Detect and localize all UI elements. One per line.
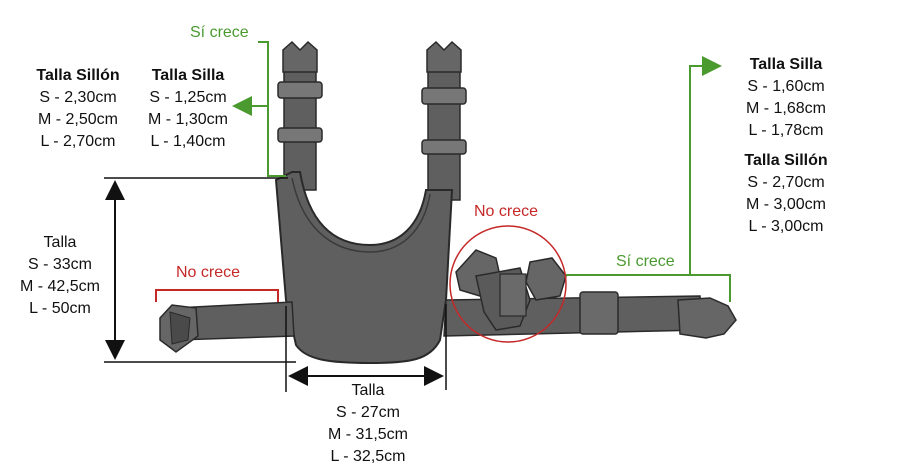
left-armchair-sizes: Talla Sillón S - 2,30cm M - 2,50cm L - 2… xyxy=(22,65,134,153)
right-chair-l: L - 1,78cm xyxy=(748,122,824,139)
right-chair-sizes: Talla Silla S - 1,60cm M - 1,68cm L - 1,… xyxy=(736,54,836,142)
shoulder-strap-left xyxy=(277,40,323,191)
left-armchair-s: S - 2,30cm xyxy=(39,89,117,106)
no-grow-label-left: No crece xyxy=(176,264,241,281)
grows-label-right: Sí crece xyxy=(616,253,675,270)
left-armchair-m: M - 2,50cm xyxy=(37,111,118,128)
no-grow-left-bracket xyxy=(155,289,279,302)
width-title: Talla xyxy=(351,382,385,399)
no-grow-buckle-circle xyxy=(449,225,567,343)
width-dimension xyxy=(285,304,447,392)
grows-right-bracket xyxy=(566,274,731,302)
left-chair-s: S - 1,25cm xyxy=(149,89,227,106)
right-armchair-s: S - 2,70cm xyxy=(747,174,825,191)
left-armchair-l: L - 2,70cm xyxy=(40,133,116,150)
shoulder-strap-right xyxy=(421,40,467,201)
left-chair-title: Talla Silla xyxy=(151,67,225,84)
right-armchair-sizes: Talla Sillón S - 2,70cm M - 3,00cm L - 3… xyxy=(732,150,840,238)
center-buckle xyxy=(455,249,567,331)
vest-body xyxy=(274,171,454,365)
right-chair-title: Talla Silla xyxy=(749,56,823,73)
waist-strap-left xyxy=(159,301,295,353)
height-title: Talla xyxy=(43,234,77,251)
no-grow-label-buckle: No crece xyxy=(474,203,539,220)
right-armchair-l: L - 3,00cm xyxy=(748,218,824,235)
width-s: S - 27cm xyxy=(335,404,400,421)
right-armchair-m: M - 3,00cm xyxy=(745,196,826,213)
left-chair-m: M - 1,30cm xyxy=(147,111,228,128)
left-armchair-title: Talla Sillón xyxy=(36,67,120,84)
height-dimension xyxy=(104,177,296,363)
height-l: L - 50cm xyxy=(29,300,91,317)
left-chair-sizes: Talla Silla S - 1,25cm M - 1,30cm L - 1,… xyxy=(138,65,238,153)
left-chair-l: L - 1,40cm xyxy=(150,133,226,150)
grows-label-shoulder: Sí crece xyxy=(190,24,249,41)
height-m: M - 42,5cm xyxy=(19,278,100,295)
grows-shoulder-bracket xyxy=(258,41,286,177)
height-sizes: Talla S - 33cm M - 42,5cm L - 50cm xyxy=(10,232,110,320)
right-chair-s: S - 1,60cm xyxy=(747,78,825,95)
width-m: M - 31,5cm xyxy=(327,426,408,443)
width-sizes: Talla S - 27cm M - 31,5cm L - 32,5cm xyxy=(316,380,420,468)
height-s: S - 33cm xyxy=(27,256,92,273)
right-chair-m: M - 1,68cm xyxy=(745,100,826,117)
right-armchair-title: Talla Sillón xyxy=(744,152,828,169)
width-l: L - 32,5cm xyxy=(330,448,406,465)
